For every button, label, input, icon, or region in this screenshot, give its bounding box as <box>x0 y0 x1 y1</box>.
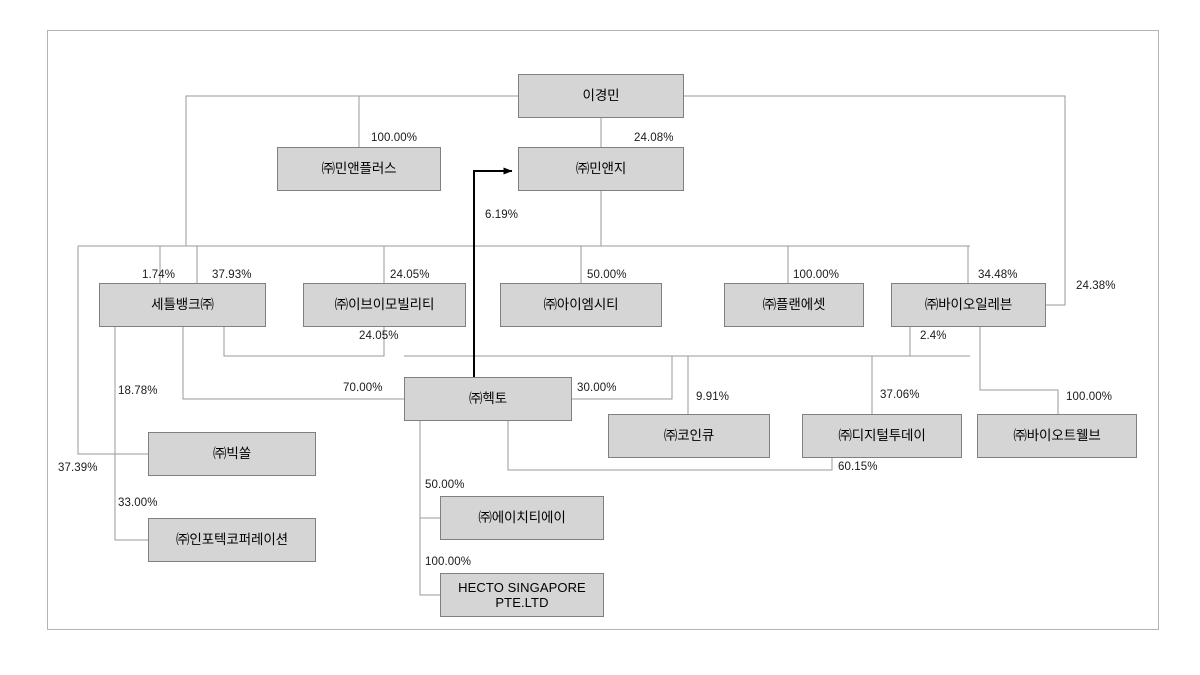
edge-label-bio11-coinq: 9.91% <box>696 391 730 403</box>
edge-hecto-to-coinq <box>572 356 673 400</box>
node-hecto-singapore[interactable]: HECTO SINGAPORE PTE.LTD <box>440 573 604 617</box>
edge-lee-to-bio11 <box>684 95 1066 306</box>
edge-label-digitoday-hecto: 60.15% <box>838 461 878 473</box>
node-infotech[interactable]: ㈜인포텍코퍼레이션 <box>148 518 316 562</box>
edge-label-settlebank-evmobility: 24.05% <box>359 330 399 342</box>
edge-label-minnz-evmobility: 24.05% <box>390 269 430 281</box>
edge-label-hecto-hectosg: 100.00% <box>425 556 472 568</box>
node-lee[interactable]: 이경민 <box>518 74 684 118</box>
edge-label-lee-minnplus: 100.00% <box>371 132 418 144</box>
edge-hecto-to-hectosg <box>419 421 440 596</box>
edge-label-hecto-minnz: 6.19% <box>485 209 519 221</box>
edge-label-minnz-bio11: 34.48% <box>978 269 1018 281</box>
edge-hecto-to-hta <box>419 421 440 519</box>
edge-settlebank-evmobility <box>223 327 385 357</box>
edge-hecto-to-minnz-highlight <box>473 167 513 377</box>
node-digitoday[interactable]: ㈜디지털투데이 <box>802 414 962 458</box>
node-evmobility[interactable]: ㈜이브이모빌리티 <box>303 283 466 327</box>
edge-label-bio11-biotwelve: 100.00% <box>1066 391 1113 403</box>
edge-label-lee-bio11: 24.38% <box>1076 280 1116 292</box>
edge-label-minnplus-bigsol: 37.39% <box>58 462 98 474</box>
edge-label-hecto-hta: 50.00% <box>425 479 465 491</box>
edge-label-minnz-planasset: 100.00% <box>793 269 840 281</box>
edge-label-minnz-imcity: 50.00% <box>587 269 627 281</box>
edge-label-settlebank-hecto: 70.00% <box>343 382 383 394</box>
node-bigsol[interactable]: ㈜빅쏠 <box>148 432 316 476</box>
node-minnplus[interactable]: ㈜민앤플러스 <box>277 147 441 191</box>
node-hecto[interactable]: ㈜헥토 <box>404 377 572 421</box>
node-hta[interactable]: ㈜에이치티에이 <box>440 496 604 540</box>
edge-label-lee-minnz: 24.08% <box>634 132 674 144</box>
node-planasset[interactable]: ㈜플랜에셋 <box>724 283 864 327</box>
edge-bio11-to-biotwelve <box>979 327 1059 414</box>
node-settlebank[interactable]: 세틀뱅크㈜ <box>99 283 266 327</box>
edge-label-hecto-coinq: 30.00% <box>577 382 617 394</box>
edge-label-settlebank-bigsol: 18.78% <box>118 385 158 397</box>
diagram-frame <box>47 30 1159 630</box>
edge-label-minnplus-settlebank: 1.74% <box>142 269 176 281</box>
edge-label-minnz-settlebank: 37.93% <box>212 269 252 281</box>
edge-minnplus-rail-left <box>77 246 148 455</box>
edge-lee-to-minnplus <box>185 95 518 246</box>
node-coinq[interactable]: ㈜코인큐 <box>608 414 770 458</box>
edge-label-imcity-bio11: 2.4% <box>920 330 947 342</box>
node-biotwelve[interactable]: ㈜바이오트웰브 <box>977 414 1137 458</box>
edge-digitoday-to-hecto <box>507 421 833 471</box>
edge-label-bio11-digitoday: 37.06% <box>880 389 920 401</box>
node-bio11[interactable]: ㈜바이오일레븐 <box>891 283 1046 327</box>
edge-label-settlebank-infotech: 33.00% <box>118 497 158 509</box>
node-imcity[interactable]: ㈜아이엠시티 <box>500 283 662 327</box>
edge-settlebank-to-infotech <box>114 327 148 541</box>
edge-settlebank-to-hecto <box>182 327 404 400</box>
node-minnz[interactable]: ㈜민앤지 <box>518 147 684 191</box>
